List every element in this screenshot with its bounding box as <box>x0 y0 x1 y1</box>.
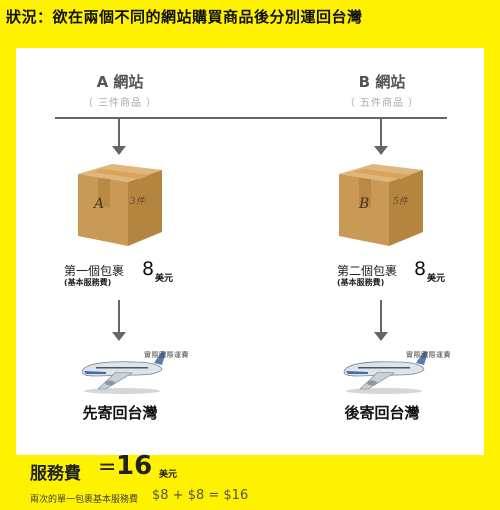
package-b-sub: (基本服務費) <box>337 278 385 287</box>
total-fee-label: 服務費 <box>30 464 81 484</box>
plane-b-label: 實際國際運費 <box>406 351 451 359</box>
package-box-a-icon: A 3件 <box>78 164 162 246</box>
total-equals: = <box>98 455 117 480</box>
destination-a: 先寄回台灣 <box>82 404 158 422</box>
connector-line <box>55 117 447 119</box>
package-a-fee: 8 <box>142 258 155 280</box>
airplane-icon <box>81 351 166 394</box>
package-b-fee-unit: 美元 <box>427 274 446 284</box>
arrow-down-icon <box>374 118 388 155</box>
package-box-b-icon: B 5件 <box>339 164 423 246</box>
plane-a-label: 實際國際運費 <box>144 351 189 359</box>
package-a-label: 第一個包裹 <box>64 264 125 278</box>
calculation-note: 兩次的單一包裹基本服務費 <box>30 495 139 505</box>
diagram-panel <box>16 48 484 455</box>
arrow-down-icon <box>374 300 388 341</box>
arrow-down-icon <box>112 118 126 155</box>
total-fee-amount: 16 <box>116 451 153 481</box>
package-b-label: 第二個包裹 <box>337 264 398 278</box>
box-letter: A <box>92 196 104 212</box>
page-title: 狀況：欲在兩個不同的網站購買商品後分別運回台灣 <box>6 8 363 26</box>
airplane-icon <box>343 351 428 394</box>
site-a-title: A 網站 <box>96 73 144 91</box>
package-a-fee-unit: 美元 <box>155 274 174 284</box>
package-b-fee: 8 <box>414 258 427 280</box>
site-b-title: B 網站 <box>358 73 406 91</box>
destination-b: 後寄回台灣 <box>344 404 420 422</box>
site-b-subtitle: （ 五件商品 ） <box>344 98 420 109</box>
box-count: 3件 <box>130 196 146 207</box>
total-fee-unit: 美元 <box>159 470 178 480</box>
package-a-sub: (基本服務費) <box>64 278 112 287</box>
site-a-subtitle: （ 三件商品 ） <box>82 98 158 109</box>
calculation-formula: $8 + $8 = $16 <box>152 488 249 503</box>
arrow-down-icon <box>112 300 126 341</box>
box-letter: B <box>358 196 369 212</box>
box-count: 5件 <box>393 196 409 207</box>
